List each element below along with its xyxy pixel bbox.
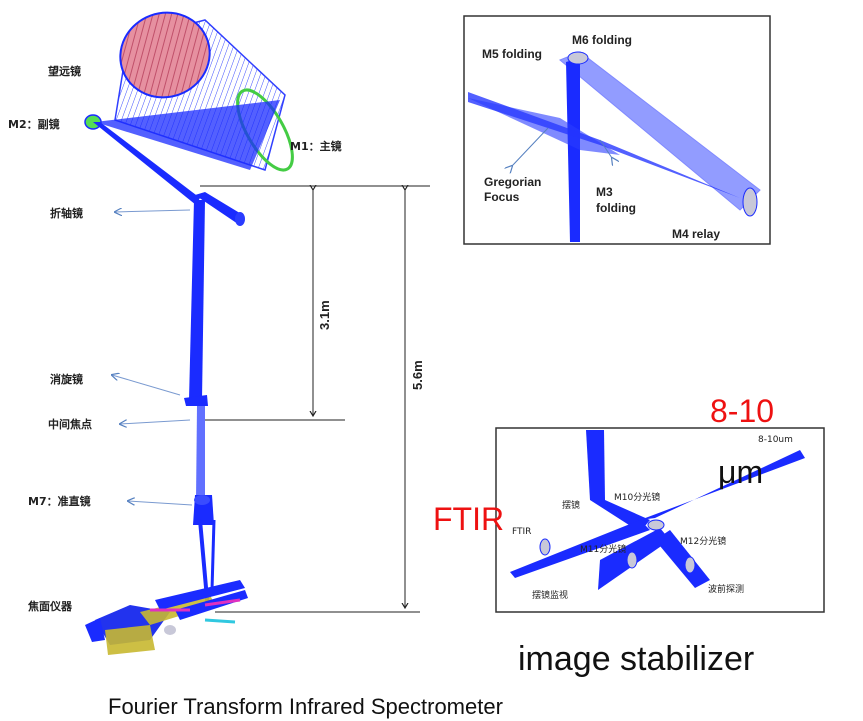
arrow-intermediate-focus	[120, 419, 191, 424]
label-m2: M2：副镜	[8, 117, 60, 131]
label-m7: M7：准直镜	[28, 494, 91, 508]
label-fold: 摆镜	[562, 499, 580, 511]
label-m10: M10分光镜	[614, 491, 660, 503]
dim-5-6m: 5.6m	[410, 360, 425, 390]
label-gregorian-line1: Gregorian	[484, 175, 541, 189]
label-telescope: 望远镜	[48, 64, 81, 78]
label-m4: M4 relay	[672, 227, 720, 241]
label-range-small: 8-10um	[758, 435, 793, 445]
dimension-lines: 3.1m 5.6m	[200, 186, 430, 613]
label-intermediate-focus: 中间焦点	[48, 417, 92, 431]
fold-mirror-arm	[195, 192, 243, 224]
label-m3-line1: M3	[596, 185, 613, 199]
aperture-ellipse	[119, 11, 211, 99]
label-gregorian-line2: Focus	[484, 190, 520, 204]
inset-instrument-splitter: 8-10um FTIR 摆镜 M10分光镜 M11分光镜 M12分光镜 摆镜监视…	[495, 427, 825, 613]
beam-to-fold-mirror	[93, 122, 200, 205]
label-m1: M1：主镜	[290, 139, 342, 153]
arrow-derotator	[112, 375, 181, 396]
label-ftir-small: FTIR	[512, 527, 531, 537]
telescope-assembly	[84, 11, 294, 655]
label-wavefront: 波前探测	[708, 583, 744, 595]
dim-3-1m: 3.1m	[317, 300, 332, 330]
label-m11: M11分光镜	[580, 543, 626, 555]
arrow-m7	[128, 501, 193, 506]
label-m3-line2: folding	[596, 201, 636, 215]
inset-folding-mirrors: M6 folding M5 folding Gregorian Focus M3…	[463, 15, 771, 245]
focal-instruments	[85, 580, 248, 655]
m7-mirror	[194, 495, 210, 505]
label-derotator: 消旋镜	[50, 372, 83, 386]
overlay-image-stabilizer: image stabilizer	[518, 640, 754, 678]
label-focal-instruments: 焦面仪器	[27, 599, 73, 613]
label-m6: M6 folding	[572, 33, 632, 47]
vertical-beam	[189, 200, 205, 400]
caption: Fourier Transform Infrared Spectrometer	[108, 694, 503, 719]
overlay-range: 8-10	[710, 393, 774, 429]
arrow-fold-mirror	[115, 210, 191, 212]
label-m5: M5 folding	[482, 47, 542, 61]
derotator	[184, 395, 208, 406]
label-fold-mirror: 折轴镜	[50, 206, 83, 220]
label-stab-monitor: 摆镜监视	[532, 589, 568, 601]
fold-mirror	[235, 212, 245, 226]
lower-beam	[196, 406, 205, 500]
overlay-ftir: FTIR	[433, 501, 504, 537]
overlay-unit: μm	[718, 454, 763, 490]
beam-to-secondary	[95, 100, 280, 170]
label-m12: M12分光镜	[680, 535, 726, 547]
